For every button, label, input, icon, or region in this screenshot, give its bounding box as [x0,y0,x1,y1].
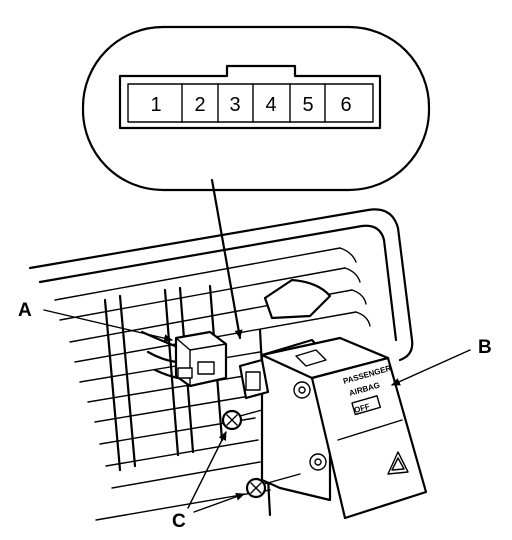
callout-label-c: C [172,511,186,532]
off-indicator-label: OFF [353,402,371,415]
callout-c-leader-upper [187,431,227,509]
pin-label: 1 [150,94,161,116]
callout-c-leader-lower [193,492,245,513]
pin-label: 4 [265,94,276,116]
hazard-warning-icon [387,451,409,475]
pin-label: 5 [302,94,313,116]
callout-b-leader [391,349,471,386]
callout-a-leader [43,309,173,343]
pin-label: 2 [194,94,205,116]
passenger-airbag-switch-b [238,336,428,520]
pin-label: 6 [340,94,351,116]
harness-connector-a [140,330,228,388]
pin-label: 3 [229,94,240,116]
connector-pin-cells [181,83,326,123]
connector-detail-bubble: 1 2 3 4 5 6 [81,25,431,192]
callout-label-a: A [18,300,32,321]
off-indicator: OFF [351,395,382,416]
mounting-screw-lower [245,473,301,499]
callout-label-b: B [478,337,492,358]
mounting-screw-upper [221,409,263,431]
connector-detail-leader [210,178,243,340]
